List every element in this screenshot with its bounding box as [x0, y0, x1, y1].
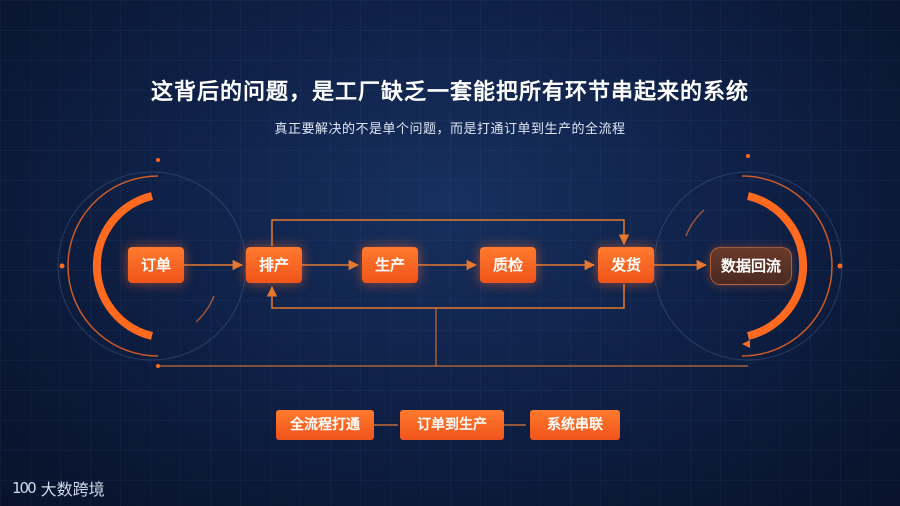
- node-data-feedback: 数据回流: [710, 247, 792, 285]
- tag-full-process: 全流程打通: [276, 410, 374, 440]
- tag-order-to-production: 订单到生产: [400, 410, 504, 440]
- page-title: 这背后的问题，是工厂缺乏一套能把所有环节串起来的系统: [150, 80, 749, 105]
- node-quality-check: 质检: [480, 247, 536, 283]
- logo-mark-icon: 100: [12, 479, 37, 497]
- tag-system-link: 系统串联: [530, 410, 620, 440]
- left-ring-decoration: [57, 158, 247, 368]
- node-shipping: 发货: [598, 247, 654, 283]
- right-ring-decoration: [653, 154, 843, 361]
- node-order: 订单: [128, 247, 184, 283]
- page-subtitle: 真正要解决的不是单个问题，而是打通订单到生产的全流程: [274, 122, 626, 137]
- brand-logo: 100 大数跨境: [12, 476, 105, 500]
- node-production: 生产: [362, 247, 418, 283]
- node-scheduling: 排产: [246, 247, 302, 283]
- logo-text: 大数跨境: [40, 480, 105, 499]
